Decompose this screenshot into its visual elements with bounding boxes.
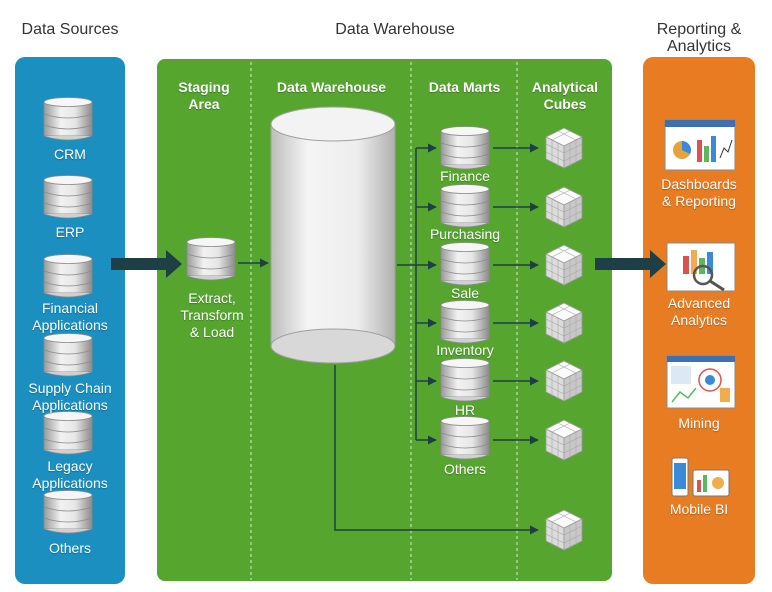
- others-mart-icon: [440, 416, 490, 460]
- cube-icon: [545, 127, 583, 169]
- section-title-staging: Staging Area: [178, 79, 230, 112]
- source-label-financial: Financial Applications: [32, 300, 108, 333]
- source-label-crm: CRM: [54, 146, 86, 162]
- cube-icon: [545, 360, 583, 402]
- arrow-warehouse-to-reporting-icon: [595, 250, 666, 278]
- section-title-cubes: Analytical Cubes: [531, 79, 599, 112]
- mining-icon: [666, 355, 736, 409]
- reporting-label-dashboards: Dashboards & Reporting: [661, 176, 737, 209]
- analytics-icon: [666, 242, 736, 292]
- legacy-apps-database-icon: [43, 411, 93, 455]
- mart-label-finance: Finance: [440, 168, 490, 184]
- warehouse-to-marts-connectors: [334, 143, 539, 535]
- supply-chain-database-icon: [43, 333, 93, 377]
- section-title-warehouse: Data Warehouse: [276, 79, 387, 95]
- finance-mart-icon: [440, 126, 490, 170]
- crm-database-icon: [43, 97, 93, 141]
- header-data-warehouse: Data Warehouse: [335, 21, 455, 38]
- header-data-sources: Data Sources: [21, 21, 119, 38]
- cube-icon: [545, 302, 583, 344]
- marts-to-cubes-connectors: [493, 143, 539, 445]
- others-database-icon: [43, 490, 93, 534]
- section-title-marts: Data Marts: [428, 79, 501, 95]
- sale-mart-icon: [440, 242, 490, 286]
- hr-mart-icon: [440, 358, 490, 402]
- source-label-erp: ERP: [55, 224, 85, 240]
- source-label-supply-chain: Supply Chain Applications: [28, 380, 112, 413]
- mart-label-sale: Sale: [450, 285, 480, 301]
- cube-icon: [545, 509, 583, 551]
- erp-database-icon: [43, 175, 93, 219]
- reporting-label-advanced: Advanced Analytics: [667, 295, 731, 328]
- source-label-others: Others: [48, 540, 91, 556]
- etl-label: Extract, Transform & Load: [180, 290, 244, 340]
- mobile-bi-icon: [671, 457, 730, 497]
- purchasing-mart-icon: [440, 184, 490, 228]
- mart-label-purchasing: Purchasing: [429, 226, 501, 242]
- dashboard-icon: [664, 119, 736, 171]
- reporting-label-mining: Mining: [678, 415, 720, 431]
- cube-icon: [545, 186, 583, 228]
- mart-label-hr: HR: [454, 402, 476, 418]
- staging-database-icon: [186, 237, 236, 281]
- source-label-legacy: Legacy Applications: [32, 458, 108, 491]
- warehouse-cylinder-icon: [270, 106, 396, 364]
- mart-label-inventory: Inventory: [436, 342, 494, 358]
- arrow-sources-to-staging-icon: [111, 250, 182, 278]
- reporting-label-mobile-bi: Mobile BI: [669, 501, 729, 517]
- financial-apps-database-icon: [43, 254, 93, 298]
- cube-icon: [545, 419, 583, 461]
- cube-icon: [545, 244, 583, 286]
- header-reporting-analytics: Reporting & Analytics: [656, 21, 742, 55]
- inventory-mart-icon: [440, 300, 490, 344]
- mart-label-others: Others: [443, 461, 486, 477]
